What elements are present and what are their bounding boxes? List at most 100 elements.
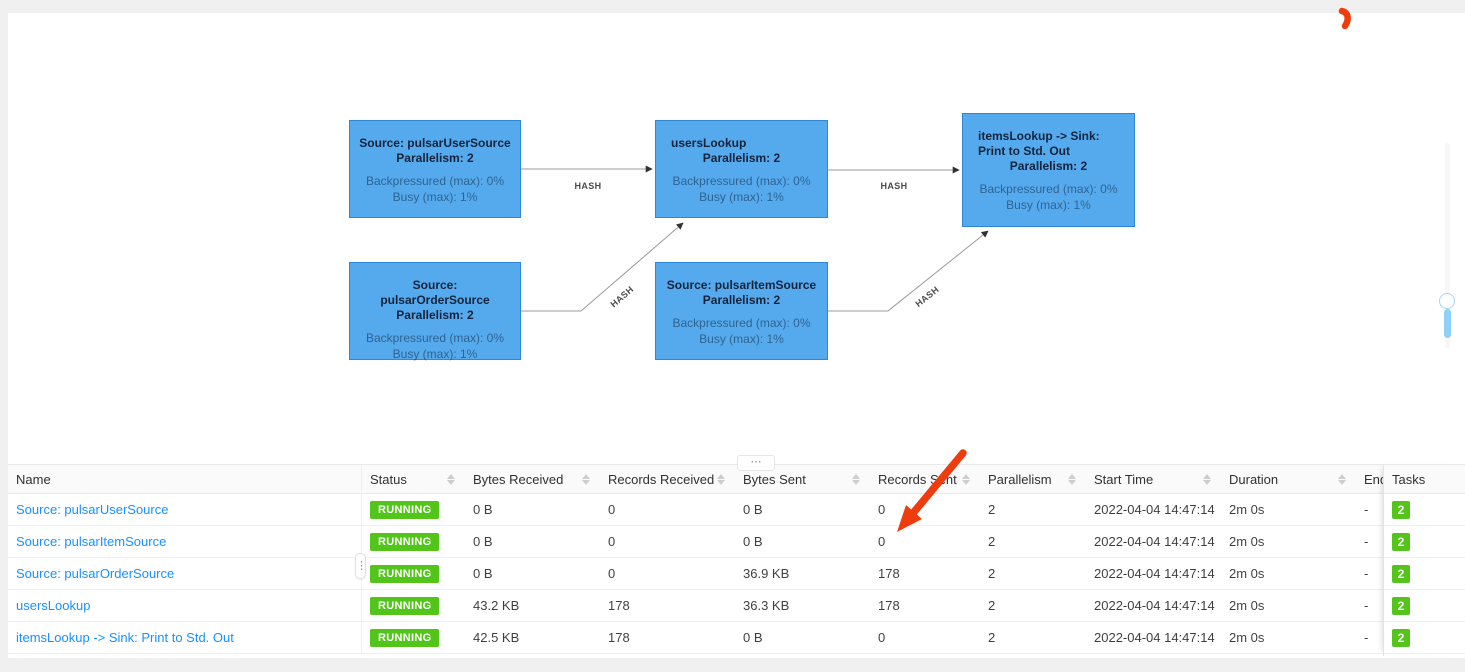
table-row[interactable]: Source: pulsarOrderSource RUNNING 0 B 0 …	[8, 558, 1465, 590]
cell-start-time: 2022-04-04 14:47:14	[1094, 502, 1215, 517]
sort-icon[interactable]	[1338, 473, 1348, 485]
vertex-link[interactable]: usersLookup	[16, 598, 91, 613]
cell-duration: 2m 0s	[1229, 598, 1265, 613]
header-records-received: Records Received	[600, 465, 735, 493]
cell-records-received: 0	[608, 534, 616, 549]
header-bytes-sent: Bytes Sent	[735, 465, 870, 493]
header-label: Records Received	[608, 471, 715, 487]
edge-label-hash: HASH	[880, 181, 907, 191]
job-vertex-pulsarusersource[interactable]: Source: pulsarUserSource Parallelism: 2 …	[349, 120, 521, 218]
cell-bytes-sent: 36.3 KB	[743, 598, 790, 613]
table-row[interactable]: usersLookup RUNNING 43.2 KB 178 36.3 KB …	[8, 590, 1465, 622]
cell-duration: 2m 0s	[1229, 566, 1265, 581]
cell-duration: 2m 0s	[1229, 502, 1265, 517]
tasks-count-badge[interactable]: 2	[1392, 564, 1410, 583]
cell-bytes-sent: 0 B	[743, 630, 763, 645]
tasks-fixed-column: Tasks 2 2 2 2 2	[1383, 464, 1465, 656]
table-row[interactable]: Source: pulsarUserSource RUNNING 0 B 0 0…	[8, 494, 1465, 526]
header-label: Tasks	[1392, 471, 1426, 487]
cell-duration: 2m 0s	[1229, 630, 1265, 645]
sort-icon[interactable]	[1203, 473, 1213, 485]
panel-resize-button[interactable]: ⋯	[737, 455, 775, 471]
tasks-count-badge[interactable]: 2	[1392, 500, 1410, 519]
table-row[interactable]: itemsLookup -> Sink: Print to Std. Out R…	[8, 622, 1465, 654]
status-badge: RUNNING	[370, 596, 440, 615]
edge-label-hash: HASH	[574, 181, 601, 191]
cell-end-time: -	[1364, 534, 1369, 549]
job-vertex-pulsaritemsource[interactable]: Source: pulsarItemSource Parallelism: 2 …	[655, 262, 828, 360]
cell-bytes-received: 0 B	[473, 534, 493, 549]
cell-start-time: 2022-04-04 14:47:14	[1094, 534, 1215, 549]
cell-parallelism: 2	[988, 502, 996, 517]
cell-records-sent: 0	[878, 630, 886, 645]
cell-parallelism: 2	[988, 630, 996, 645]
node-busy: Busy (max): 1%	[1006, 198, 1091, 212]
header-label: Bytes Received	[473, 471, 564, 487]
cell-bytes-received: 42.5 KB	[473, 630, 520, 645]
cell-bytes-sent: 36.9 KB	[743, 566, 790, 581]
tasks-count-badge[interactable]: 2	[1392, 596, 1410, 615]
sort-icon[interactable]	[1068, 473, 1078, 485]
node-parallelism: Parallelism: 2	[702, 151, 781, 165]
node-title: Source: pulsarOrderSource	[380, 278, 490, 307]
edge-label-hash: HASH	[913, 284, 941, 309]
status-badge: RUNNING	[370, 564, 440, 583]
sort-icon[interactable]	[962, 473, 972, 485]
edge-label-hash: HASH	[609, 284, 636, 309]
job-graph-edges: HASH HASH HASH HASH	[521, 165, 989, 312]
vertex-link[interactable]: Source: pulsarItemSource	[16, 534, 167, 549]
status-badge: RUNNING	[370, 628, 440, 647]
cell-records-sent: 178	[878, 566, 900, 581]
header-status: Status	[362, 465, 465, 493]
header-label: Duration	[1229, 471, 1279, 487]
sort-icon[interactable]	[852, 473, 862, 485]
header-label: Name	[16, 471, 51, 487]
cell-bytes-received: 0 B	[473, 566, 493, 581]
header-tasks: Tasks	[1384, 464, 1465, 494]
node-title: Source: pulsarUserSource	[359, 136, 511, 150]
tasks-count-badge[interactable]: 2	[1392, 532, 1410, 551]
node-parallelism: Parallelism: 2	[702, 293, 781, 307]
graph-zoom-handle[interactable]	[1439, 293, 1455, 309]
cell-start-time: 2022-04-04 14:47:14	[1094, 566, 1215, 581]
cell-records-received: 178	[608, 598, 630, 613]
node-parallelism: Parallelism: 2	[396, 308, 474, 322]
column-drag-handle[interactable]: ⋮	[355, 553, 367, 579]
cell-parallelism: 2	[988, 534, 996, 549]
vertex-link[interactable]: Source: pulsarUserSource	[16, 502, 169, 517]
vertex-link[interactable]: itemsLookup -> Sink: Print to Std. Out	[16, 630, 234, 645]
header-duration: Duration	[1221, 465, 1356, 493]
graph-zoom-track	[1445, 143, 1450, 349]
edge-itemsource-itemslookup	[828, 230, 989, 312]
header-label: Records Sent	[878, 471, 957, 487]
cell-bytes-sent: 0 B	[743, 502, 763, 517]
cell-end-time: -	[1364, 502, 1369, 517]
cell-start-time: 2022-04-04 14:47:14	[1094, 598, 1215, 613]
table-row[interactable]: Source: pulsarItemSource RUNNING 0 B 0 0…	[8, 526, 1465, 558]
node-title: Source: pulsarItemSource	[666, 278, 817, 292]
header-records-sent: Records Sent	[870, 465, 980, 493]
cell-records-sent: 178	[878, 598, 900, 613]
node-backpressure: Backpressured (max): 0%	[365, 174, 505, 188]
node-backpressure: Backpressured (max): 0%	[979, 182, 1118, 196]
job-vertex-userslookup[interactable]: usersLookup Parallelism: 2 Backpressured…	[655, 120, 828, 218]
header-label: Status	[370, 471, 407, 487]
vertex-link[interactable]: Source: pulsarOrderSource	[16, 566, 175, 581]
node-busy: Busy (max): 1%	[392, 190, 478, 204]
job-vertex-itemslookup-sink[interactable]: itemsLookup -> Sink: Print to Std. Out P…	[962, 113, 1135, 227]
cell-bytes-sent: 0 B	[743, 534, 763, 549]
sort-icon[interactable]	[717, 473, 727, 485]
header-start-time: Start Time	[1086, 465, 1221, 493]
job-vertex-pulsarordersource[interactable]: Source: pulsarOrderSource Parallelism: 2…	[349, 262, 521, 361]
table-header-row: Name Status Bytes Received Records Recei…	[8, 464, 1465, 494]
status-badge: RUNNING	[370, 532, 440, 551]
cell-records-sent: 0	[878, 502, 886, 517]
cell-bytes-received: 0 B	[473, 502, 493, 517]
cell-records-sent: 0	[878, 534, 886, 549]
tasks-count-badge[interactable]: 2	[1392, 628, 1410, 647]
sort-icon[interactable]	[582, 473, 592, 485]
sort-icon[interactable]	[447, 473, 457, 485]
cell-parallelism: 2	[988, 566, 996, 581]
node-parallelism: Parallelism: 2	[396, 151, 474, 165]
header-label: Parallelism	[988, 471, 1052, 487]
